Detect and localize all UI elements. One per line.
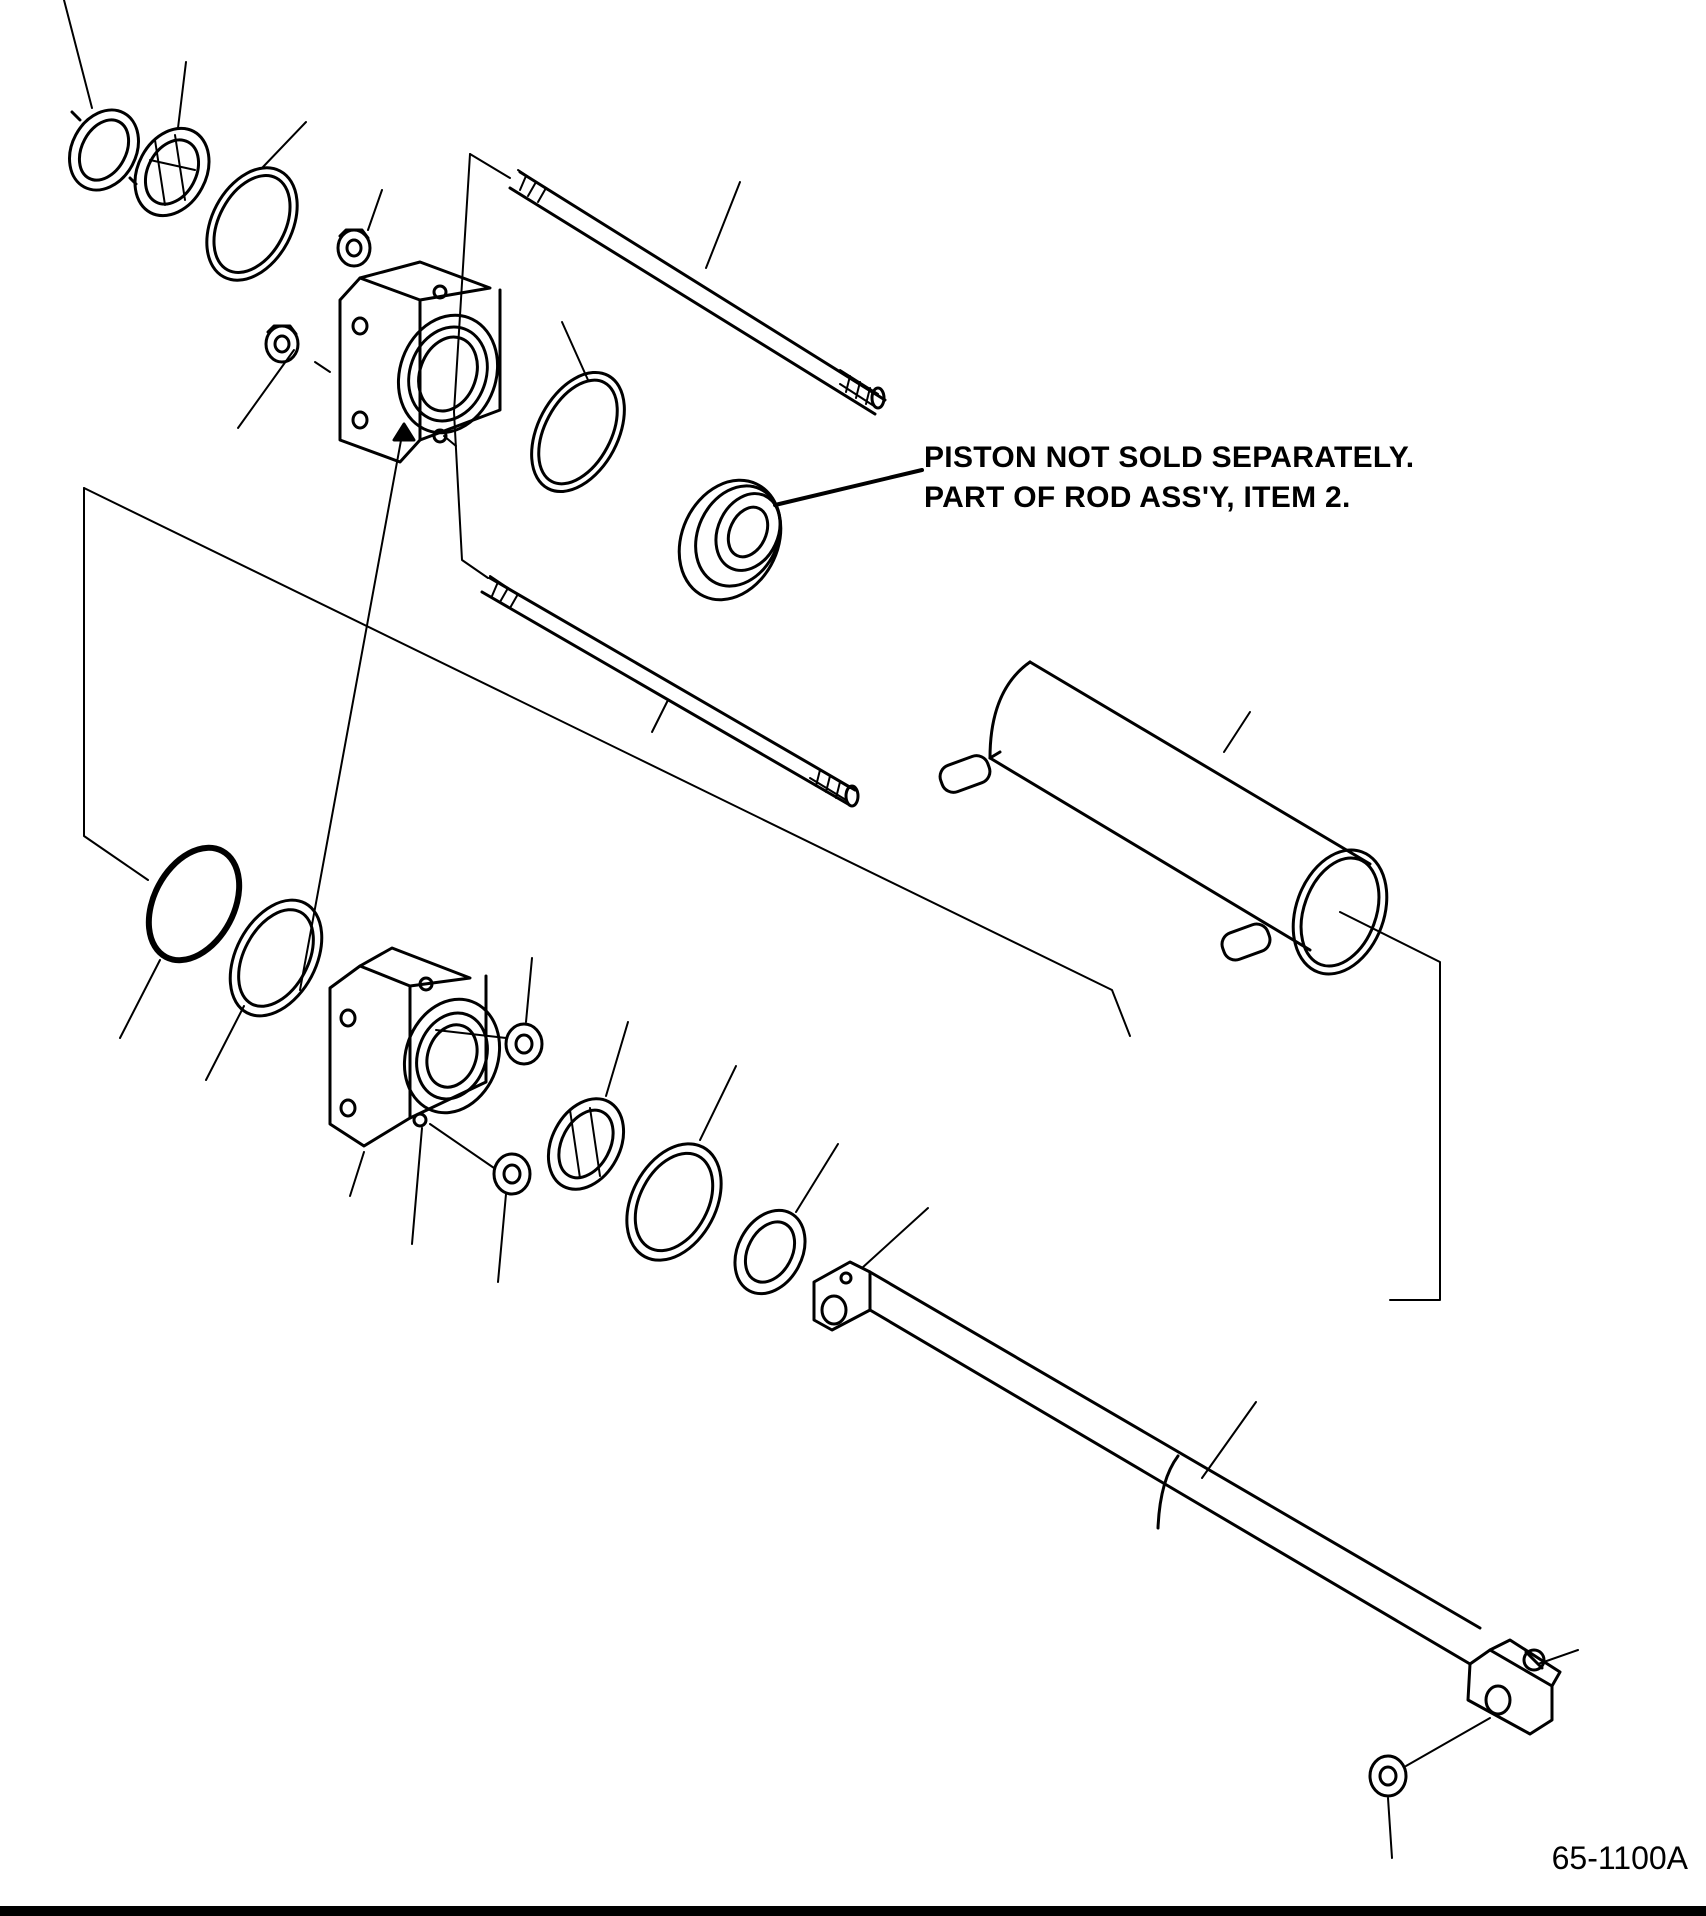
piston-note: PISTON NOT SOLD SEPARATELY. PART OF ROD … bbox=[924, 438, 1414, 518]
rod-wiper bbox=[68, 108, 140, 192]
arrow-head bbox=[392, 422, 416, 442]
assembly-lines bbox=[83, 153, 1441, 1301]
leader-lines bbox=[63, 0, 1579, 1859]
backup-ring-upper bbox=[205, 166, 299, 282]
backup-ring-lower-2 bbox=[625, 1142, 723, 1262]
lock-nut bbox=[1368, 1717, 1491, 1798]
nut-lower-2 bbox=[492, 1152, 532, 1196]
tie-rod-upper bbox=[508, 169, 887, 416]
backup-ring-lower bbox=[228, 898, 324, 1018]
rod-wiper-lower bbox=[733, 1208, 807, 1296]
tie-rod-lower bbox=[480, 575, 860, 808]
nut-upper-1 bbox=[336, 228, 372, 268]
piston-leader bbox=[773, 468, 924, 507]
barrel bbox=[938, 660, 1389, 976]
o-ring-lower bbox=[145, 844, 243, 964]
figure-number: 65-1100A bbox=[1551, 1840, 1688, 1876]
nut-upper-2 bbox=[264, 324, 300, 364]
bottom-border bbox=[0, 1906, 1706, 1916]
note-line-1: PISTON NOT SOLD SEPARATELY. bbox=[924, 441, 1415, 474]
base-end-cap bbox=[328, 946, 502, 1148]
nut-lower-1 bbox=[504, 1022, 544, 1066]
rod-seal-lower bbox=[546, 1097, 626, 1191]
rod-end-cap bbox=[338, 260, 502, 464]
piston-rod bbox=[812, 1260, 1562, 1736]
piston bbox=[677, 478, 783, 602]
rod-seal bbox=[133, 126, 211, 218]
note-line-2: PART OF ROD ASS'Y, ITEM 2. bbox=[924, 481, 1351, 514]
o-ring-upper bbox=[530, 370, 626, 494]
